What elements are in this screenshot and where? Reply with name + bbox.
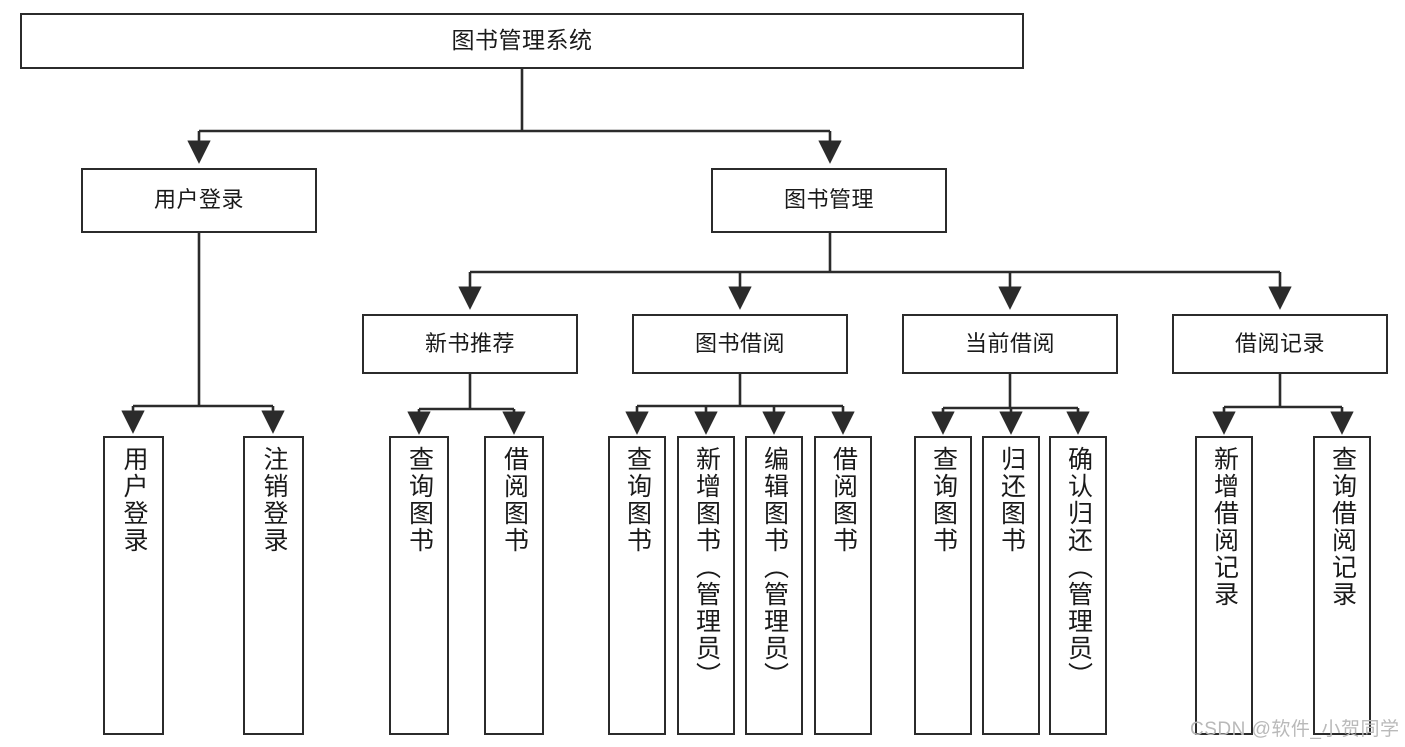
leaf-borrow-query-book[interactable]: 查询图书: [608, 436, 666, 735]
node-label: 图书管理: [783, 187, 874, 213]
leaf-user-login-signout[interactable]: 注销登录: [243, 436, 304, 735]
node-label: 注销登录: [260, 446, 288, 554]
node-label: 查询图书: [929, 446, 958, 554]
leaf-user-login-signin[interactable]: 用户登录: [103, 436, 164, 735]
leaf-record-query-record[interactable]: 查询借阅记录: [1313, 436, 1371, 735]
leaf-borrow-borrow-book[interactable]: 借阅图书: [814, 436, 872, 735]
leaf-new-book-query[interactable]: 查询图书: [389, 436, 449, 735]
node-label: 编辑图书（管理员）: [760, 446, 789, 689]
node-book-management[interactable]: 图书管理: [711, 168, 947, 233]
leaf-current-query-book[interactable]: 查询图书: [914, 436, 972, 735]
node-label: 查询图书: [405, 446, 434, 554]
node-current-borrow[interactable]: 当前借阅: [902, 314, 1118, 374]
node-label: 当前借阅: [964, 330, 1055, 356]
leaf-borrow-add-book-admin[interactable]: 新增图书（管理员）: [677, 436, 735, 735]
node-label: 归还图书: [997, 446, 1026, 554]
node-label: 用户登录: [153, 187, 244, 213]
node-user-login[interactable]: 用户登录: [81, 168, 317, 233]
node-label: 新书推荐: [424, 330, 515, 356]
node-label: 查询图书: [623, 446, 652, 554]
node-book-borrow[interactable]: 图书借阅: [632, 314, 848, 374]
leaf-borrow-edit-book-admin[interactable]: 编辑图书（管理员）: [745, 436, 803, 735]
node-label: 图书管理系统: [451, 27, 593, 54]
node-label: 图书借阅: [694, 330, 785, 356]
node-new-book-recommend[interactable]: 新书推荐: [362, 314, 578, 374]
node-label: 用户登录: [120, 446, 148, 554]
node-label: 借阅图书: [500, 446, 529, 554]
csdn-watermark: CSDN @软件_小贺同学: [1190, 719, 1400, 740]
leaf-record-add-record[interactable]: 新增借阅记录: [1195, 436, 1253, 735]
leaf-current-return-book[interactable]: 归还图书: [982, 436, 1040, 735]
leaf-current-confirm-return-admin[interactable]: 确认归还（管理员）: [1049, 436, 1107, 735]
node-label: 新增借阅记录: [1210, 446, 1239, 608]
node-label: 借阅图书: [829, 446, 858, 554]
node-label: 借阅记录: [1234, 330, 1325, 356]
node-label: 确认归还（管理员）: [1064, 446, 1093, 689]
node-borrow-record[interactable]: 借阅记录: [1172, 314, 1388, 374]
node-label: 查询借阅记录: [1328, 446, 1357, 608]
node-label: 新增图书（管理员）: [692, 446, 721, 689]
leaf-new-book-borrow[interactable]: 借阅图书: [484, 436, 544, 735]
node-root-system[interactable]: 图书管理系统: [20, 13, 1024, 69]
